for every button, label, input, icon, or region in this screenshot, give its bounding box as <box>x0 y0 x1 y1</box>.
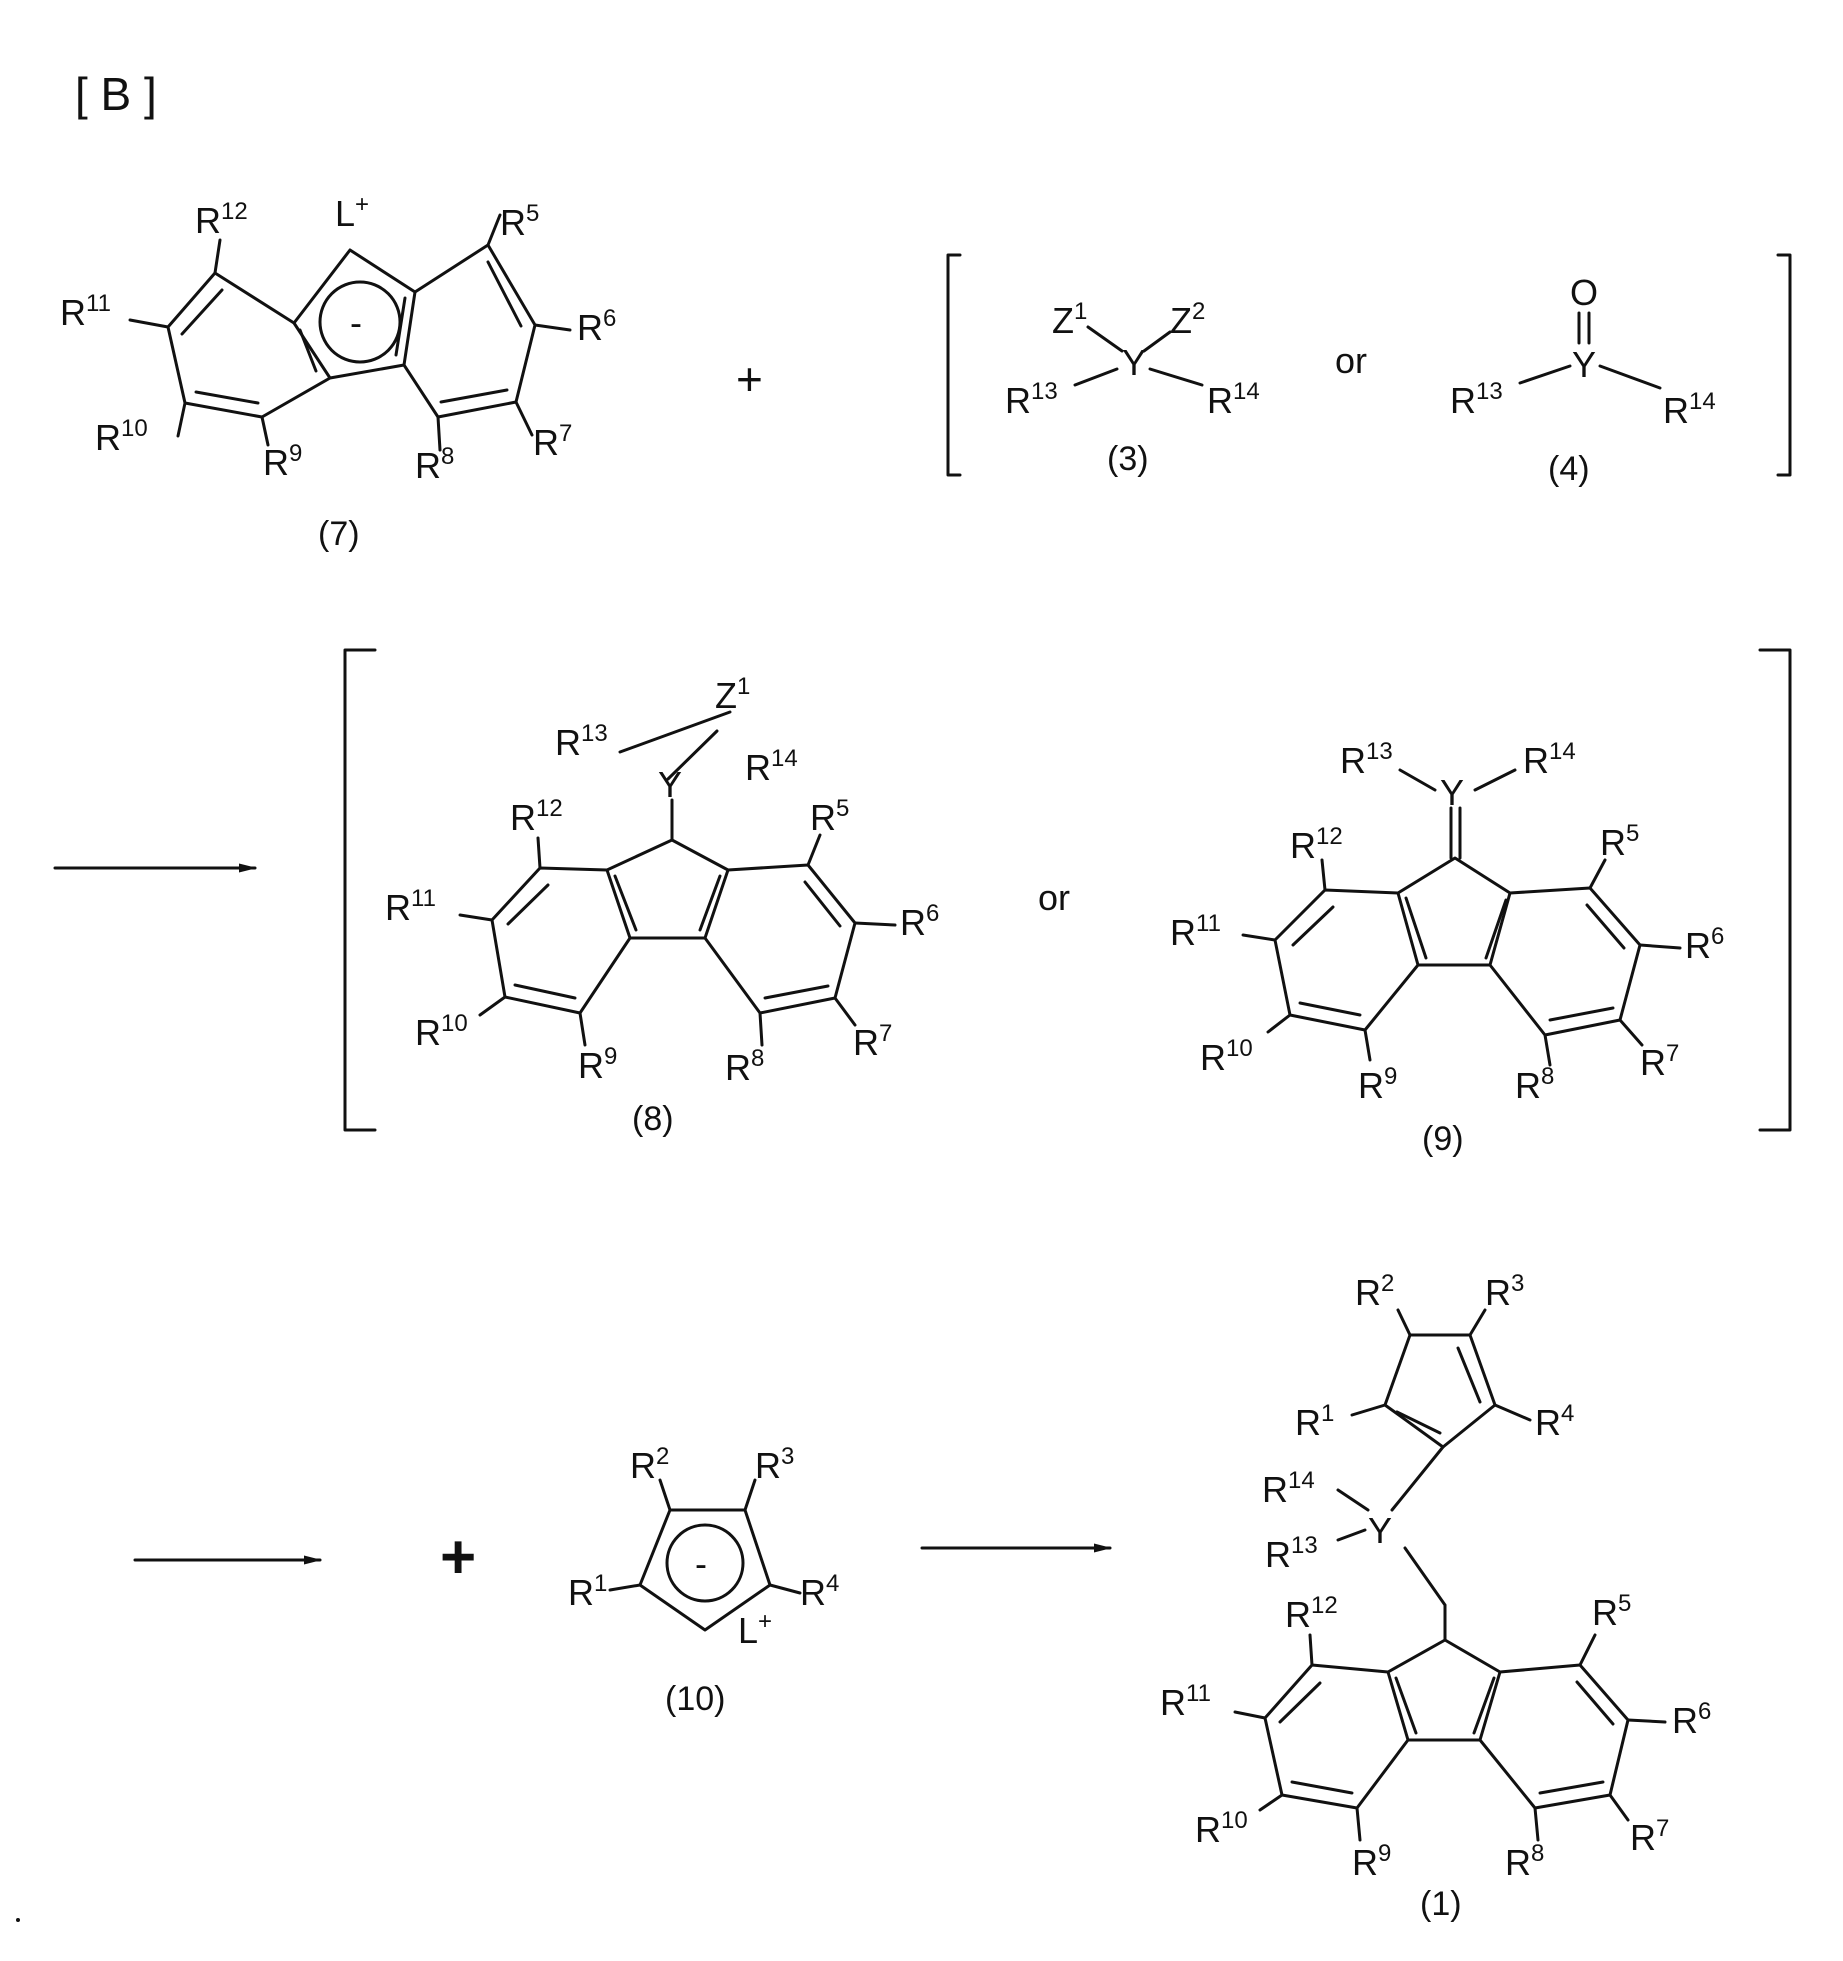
compound-label-8: (8) <box>632 1100 674 1138</box>
bracket-right-row2 <box>1760 650 1790 1130</box>
label-R4-10: R4 <box>800 1570 839 1613</box>
bracket-right-row1 <box>1778 255 1790 475</box>
label-R1-10: R1 <box>568 1570 607 1613</box>
label-R5-8: R5 <box>810 795 849 838</box>
compound-label-9: (9) <box>1422 1120 1464 1158</box>
label-R8-8: R8 <box>725 1045 764 1088</box>
label-R10-8: R10 <box>415 1010 468 1053</box>
compound-label-7: (7) <box>318 515 360 553</box>
compound-9-bonds <box>1243 770 1680 1065</box>
label-R8-7: R8 <box>415 443 454 486</box>
label-R6-8: R6 <box>900 900 939 943</box>
label-R8-9: R8 <box>1515 1063 1554 1106</box>
label-R12-1: R12 <box>1285 1592 1338 1635</box>
label-R10-1: R10 <box>1195 1807 1248 1850</box>
label-Y-4: Y <box>1572 344 1596 385</box>
bracket-left-row1 <box>948 255 960 475</box>
label-R10-7: R10 <box>95 415 148 458</box>
compound-label-4: (4) <box>1548 450 1590 488</box>
label-R7-9: R7 <box>1640 1040 1679 1083</box>
compound-label-1: (1) <box>1420 1885 1462 1923</box>
label-R2-10: R2 <box>630 1443 669 1486</box>
label-R4-1: R4 <box>1535 1400 1574 1443</box>
anion-charge-minus: - <box>350 302 362 343</box>
label-R5-7: R5 <box>500 200 539 243</box>
label-R13-8: R13 <box>555 720 608 763</box>
label-R13-1: R13 <box>1265 1532 1318 1575</box>
label-R9-9: R9 <box>1358 1063 1397 1106</box>
label-Y-8: Y <box>658 764 682 805</box>
label-R13-9: R13 <box>1340 738 1393 781</box>
label-R12-7: R12 <box>195 198 248 241</box>
label-R14-9: R14 <box>1523 738 1576 781</box>
label-R11-1: R11 <box>1160 1680 1211 1723</box>
label-Z2-3: Z2 <box>1170 298 1205 341</box>
label-R9-1: R9 <box>1352 1840 1391 1883</box>
label-R6-9: R6 <box>1685 923 1724 966</box>
label-R1-1: R1 <box>1295 1400 1334 1443</box>
label-R6-7: R6 <box>577 305 616 348</box>
or-text-row1: or <box>1335 340 1367 381</box>
label-R7-7: R7 <box>533 420 572 463</box>
compound-1-bonds <box>1235 1310 1665 1840</box>
label-R14-3: R14 <box>1207 378 1260 421</box>
label-Y-1: Y <box>1368 1510 1392 1551</box>
label-R7-8: R7 <box>853 1020 892 1063</box>
label-R13-3: R13 <box>1005 378 1058 421</box>
plus-sign-row3: + <box>440 1523 476 1592</box>
compound-8-bonds <box>460 712 895 1045</box>
plus-sign-row1: + <box>736 353 763 405</box>
label-Z1-3: Z1 <box>1052 298 1087 341</box>
label-L-plus-10: L+ <box>738 1608 772 1651</box>
label-R12-8: R12 <box>510 795 563 838</box>
label-R14-8: R14 <box>745 745 798 788</box>
compound-7-fluorenyl-anion: - <box>130 215 570 450</box>
label-R11-8: R11 <box>385 885 436 928</box>
label-R14-4: R14 <box>1663 388 1716 431</box>
label-R7-1: R7 <box>1630 1815 1669 1858</box>
label-R6-1: R6 <box>1672 1698 1711 1741</box>
anion-charge-minus-10: - <box>695 1543 707 1584</box>
label-R12-9: R12 <box>1290 823 1343 866</box>
compound-label-3: (3) <box>1107 440 1149 478</box>
label-R3-1: R3 <box>1485 1270 1524 1313</box>
label-R11-7: R11 <box>60 290 111 333</box>
label-Z1-8: Z1 <box>715 673 750 716</box>
label-R13-4: R13 <box>1450 378 1503 421</box>
or-text-row2: or <box>1038 877 1070 918</box>
label-R2-1: R2 <box>1355 1270 1394 1313</box>
label-R3-10: R3 <box>755 1443 794 1486</box>
label-R14-1: R14 <box>1262 1467 1315 1510</box>
label-R5-1: R5 <box>1592 1590 1631 1633</box>
label-R5-9: R5 <box>1600 820 1639 863</box>
scheme-label: [ B ] <box>75 68 157 120</box>
label-Y-3: Y <box>1122 342 1146 383</box>
compound-label-10: (10) <box>665 1680 725 1718</box>
label-R9-7: R9 <box>263 440 302 483</box>
stray-dot <box>16 1918 20 1922</box>
label-O-4: O <box>1570 272 1598 313</box>
label-Y-9: Y <box>1440 772 1464 813</box>
label-R11-9: R11 <box>1170 910 1221 953</box>
label-R10-9: R10 <box>1200 1035 1253 1078</box>
label-L-plus-7: L+ <box>335 191 369 234</box>
label-R8-1: R8 <box>1505 1840 1544 1883</box>
label-R9-8: R9 <box>578 1043 617 1086</box>
bracket-left-row2 <box>345 650 375 1130</box>
